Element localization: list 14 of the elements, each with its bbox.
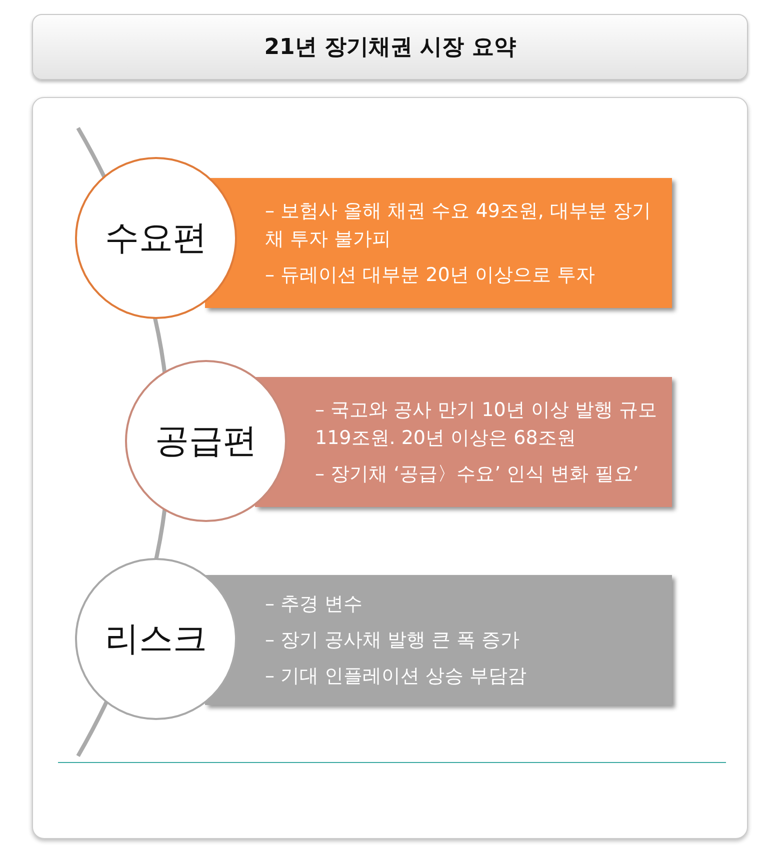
section-heading: 수요편 <box>105 217 207 260</box>
bullet-text: – 국고와 공사 만기 10년 이상 발행 규모 119조원. 20년 이상은 68조원 <box>315 398 658 451</box>
title-text: 21년 장기채권 시장 요약 <box>264 34 516 62</box>
bullet-text: – 장기채 ‘공급〉수요’ 인식 변화 필요’ <box>315 462 640 487</box>
summary-bar <box>205 575 672 705</box>
bullet-text: – 장기 공사채 발행 큰 폭 증가 <box>265 628 521 653</box>
bullet-text: – 추경 변수 <box>265 592 364 617</box>
summary-bar <box>255 377 672 507</box>
bullet-text: – 듀레이션 대부분 20년 이상으로 투자 <box>265 263 596 288</box>
section-heading: 공급편 <box>155 420 257 463</box>
bullet-text: – 기대 인플레이션 상승 부담감 <box>265 664 528 689</box>
section-heading: 리스크 <box>105 618 207 661</box>
summary-bar <box>205 178 672 308</box>
bullet-text: – 보험사 올해 채권 수요 49조원, 대부분 장기채 투자 불가피 <box>265 199 652 252</box>
